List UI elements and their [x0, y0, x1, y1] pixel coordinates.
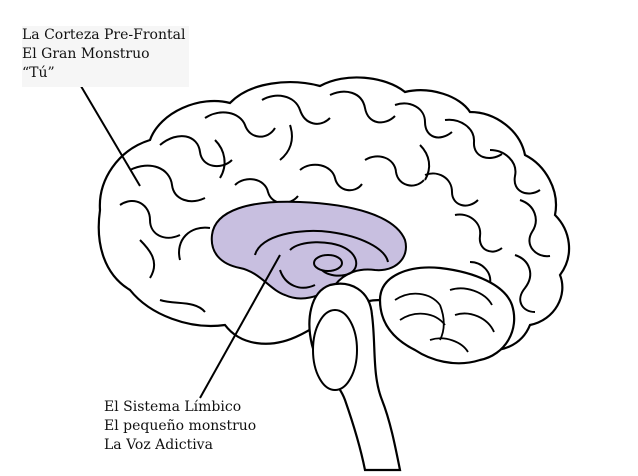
label-line: “Tú”	[22, 65, 55, 81]
cerebellum-folia	[394, 287, 495, 353]
cortex-pointer-line	[74, 75, 141, 187]
label-line: El pequeño monstruo	[104, 418, 257, 434]
label-line: La Voz Adictiva	[104, 437, 213, 453]
limbic-system-region	[210, 200, 407, 300]
label-line: El Sistema Límbico	[104, 399, 242, 415]
prefrontal-cortex-label: La Corteza Pre-Frontal El Gran Monstruo …	[22, 26, 190, 87]
label-line: El Gran Monstruo	[22, 46, 150, 62]
cortex-gyri	[119, 90, 551, 313]
label-line: La Corteza Pre-Frontal	[22, 27, 186, 43]
pons	[312, 309, 358, 391]
limbic-inner-structures	[254, 229, 389, 289]
limbic-system-label: El Sistema Límbico El pequeño monstruo L…	[104, 398, 256, 455]
limbic-pointer-line	[199, 254, 281, 399]
cerebellum	[378, 266, 516, 365]
